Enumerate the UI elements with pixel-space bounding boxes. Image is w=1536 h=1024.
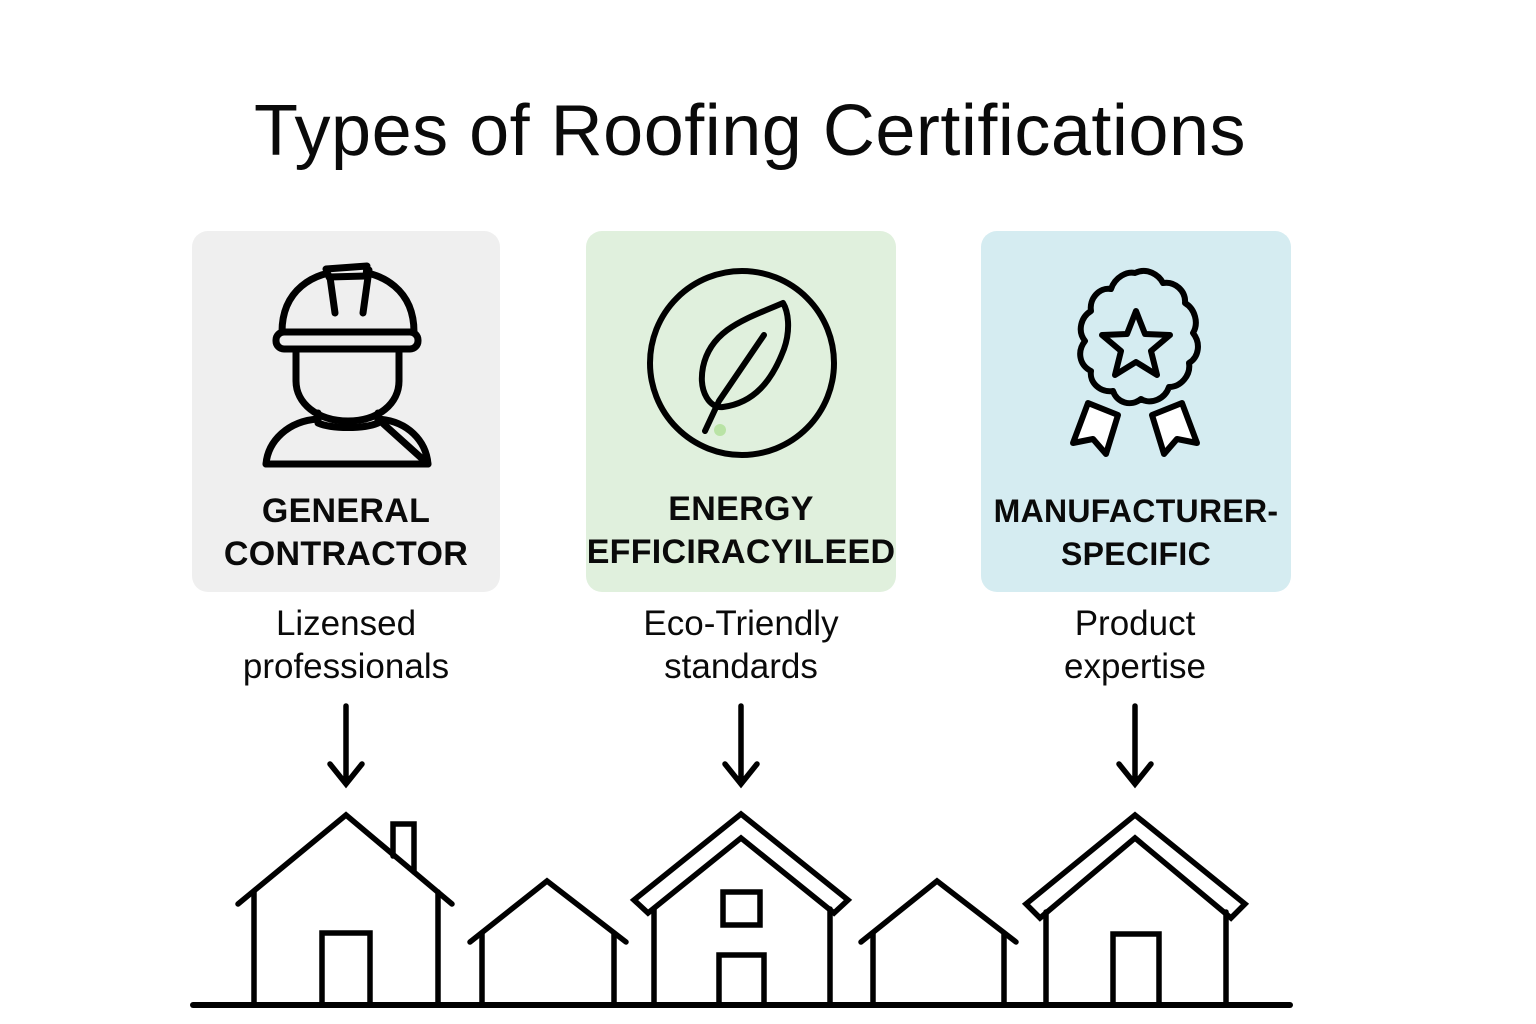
card-description: Lizensed professionals [176,602,516,688]
down-arrow-icon [722,703,760,789]
card-title-line2: SPECIFIC [1061,536,1211,572]
card-title-line2: EFFICIRACYILEED [586,533,896,571]
description-line2: professionals [242,647,450,686]
description-line1: Product [1074,604,1196,643]
leaf-in-circle-icon [647,268,837,458]
down-arrow-icon [327,703,365,789]
house-with-window-icon [629,810,853,1007]
description-line1: Lizensed [275,604,417,643]
down-arrow-icon [1116,703,1154,789]
hard-hat-worker-icon [262,262,432,468]
card-energy-efficiency: ENERGY EFFICIRACYILEED [586,231,896,592]
award-ribbon-star-icon [1070,267,1201,457]
page-title: Types of Roofing Certifications [254,91,1246,171]
card-title-line1: MANUFACTURER- [993,493,1279,529]
card-description: Product expertise [965,602,1305,688]
description-line2: standards [664,647,818,686]
card-description: Eco-Triendly standards [571,602,911,688]
description-line1: Eco-Triendly [643,604,839,643]
small-house-icon [467,877,629,1007]
card-title-line1: ENERGY [668,490,814,528]
card-title-line1: GENERAL [261,492,431,530]
house-with-chimney-icon [235,811,455,1007]
house-double-roof-icon [1021,811,1250,1007]
small-house-icon [858,877,1019,1007]
card-title-line2: CONTRACTOR [223,535,469,573]
card-manufacturer-specific: MANUFACTURER- SPECIFIC [981,231,1291,592]
card-general-contractor: GENERAL CONTRACTOR [192,231,500,592]
description-line2: expertise [1063,647,1207,686]
